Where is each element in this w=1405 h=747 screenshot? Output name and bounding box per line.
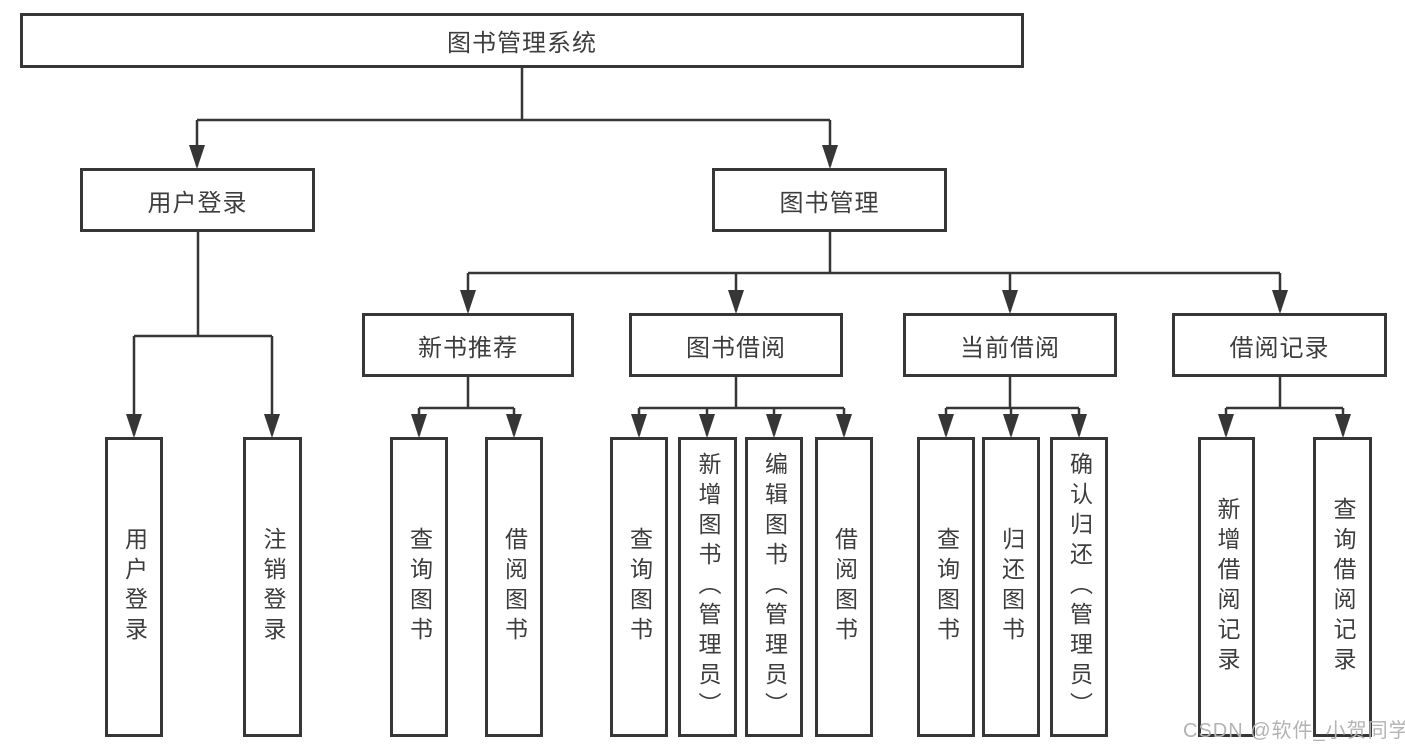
node-new-book-recommendation: 新书推荐	[362, 313, 574, 377]
leaf-borrow-books-recommend: 借阅图书	[485, 437, 543, 737]
leaf-query-books-recommend: 查询图书	[390, 437, 448, 737]
leaf-edit-books-admin: 编辑图书（管理员）	[745, 437, 803, 737]
csdn-watermark: CSDN @软件_小贺同学	[1183, 720, 1405, 742]
leaf-query-books-current: 查询图书	[917, 437, 975, 737]
node-borrowing-records: 借阅记录	[1172, 313, 1387, 377]
leaf-query-books-borrowing: 查询图书	[610, 437, 668, 737]
node-current-borrowing: 当前借阅	[903, 313, 1117, 377]
leaf-logout: 注销登录	[243, 437, 302, 737]
node-user-login: 用户登录	[80, 168, 315, 232]
leaf-add-borrow-record: 新增借阅记录	[1198, 437, 1255, 737]
leaf-user-login: 用户登录	[105, 437, 163, 737]
leaf-return-books: 归还图书	[982, 437, 1040, 737]
leaf-add-books-admin: 新增图书（管理员）	[678, 437, 737, 737]
node-book-borrowing: 图书借阅	[629, 313, 843, 377]
node-book-management: 图书管理	[712, 168, 947, 232]
leaf-confirm-return-admin: 确认归还（管理员）	[1050, 437, 1108, 737]
node-root: 图书管理系统	[20, 13, 1024, 68]
leaf-borrow-books: 借阅图书	[815, 437, 873, 737]
leaf-query-borrow-record: 查询借阅记录	[1313, 437, 1372, 737]
